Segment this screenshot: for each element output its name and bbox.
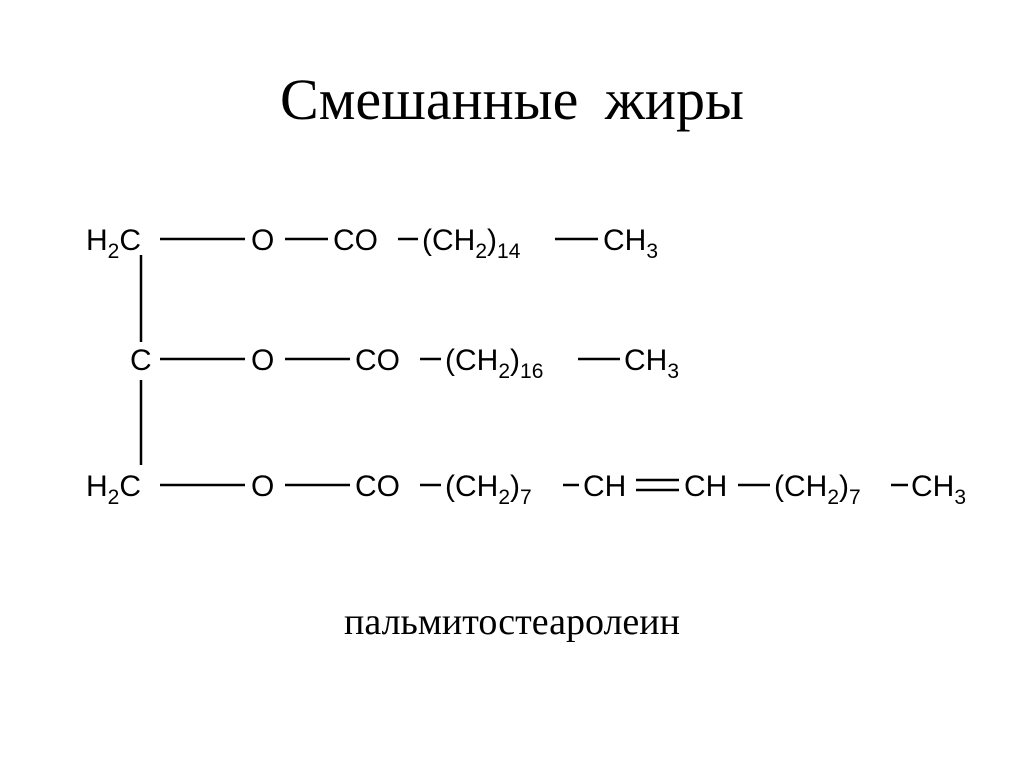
- row2-chain: (CH2)16: [445, 344, 543, 383]
- row2-methyl: CH3: [624, 344, 679, 383]
- row1-chain: (CH2)14: [422, 224, 521, 263]
- row3-methyl: CH3: [911, 470, 966, 509]
- row1-carbon: H2C: [86, 224, 141, 263]
- row3-ch-2: CH: [684, 470, 727, 503]
- slide-title: Смешанные жиры: [280, 67, 744, 132]
- row3-ch-1: CH: [583, 470, 626, 503]
- row1-methyl: CH3: [603, 224, 658, 263]
- row2-oxygen: O: [251, 344, 274, 377]
- row3-chain-2: (CH2)7: [774, 470, 861, 509]
- row3-carbonyl: CO: [355, 470, 400, 503]
- row3-carbon: H2C: [86, 470, 141, 509]
- row1-oxygen: O: [251, 224, 274, 257]
- row1-carbonyl: CO: [333, 224, 378, 257]
- formula-row-3: H2C O CO (CH2)7 CH CH (CH2)7 CH3: [86, 470, 966, 509]
- row3-chain-1: (CH2)7: [445, 470, 532, 509]
- row2-carbonyl: CO: [355, 344, 400, 377]
- formula-row-2: C O CO (CH2)16 CH3: [130, 344, 679, 383]
- row2-carbon: C: [130, 344, 152, 377]
- compound-name: пальмитостеаролеин: [344, 601, 680, 643]
- row3-oxygen: O: [251, 470, 274, 503]
- formula-row-1: H2C O CO (CH2)14 CH3: [86, 224, 658, 263]
